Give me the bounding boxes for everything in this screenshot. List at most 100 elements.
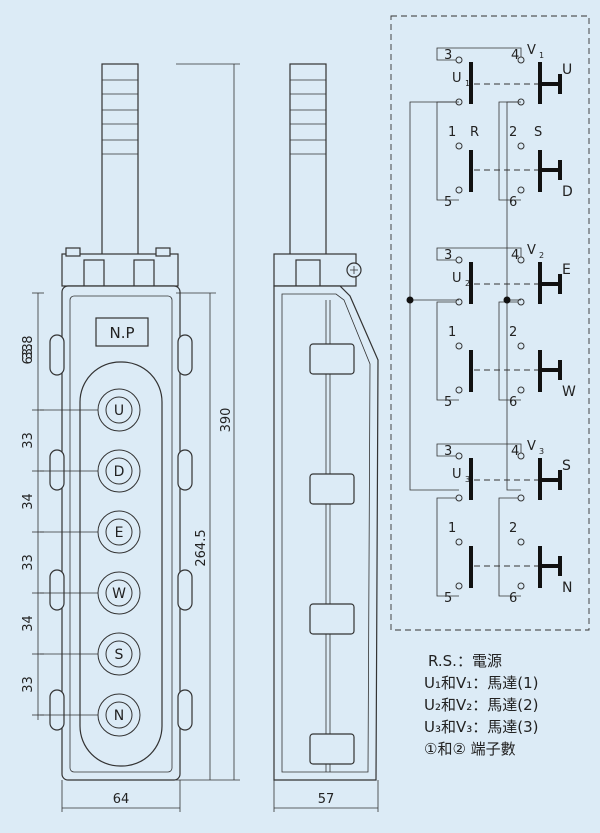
dim-pitch: 33 (21, 432, 36, 449)
svg-text:U: U (452, 71, 462, 86)
terminal (455, 298, 463, 306)
svg-text:4: 4 (511, 444, 519, 459)
dim-inner-height: 264.5 (194, 529, 209, 566)
svg-text:1: 1 (448, 521, 456, 536)
dim-width: 64 (113, 792, 130, 807)
dim-pitch: 33 (21, 676, 36, 693)
svg-text:V: V (527, 43, 536, 58)
legend-item: U₂和V₂：馬達(2) (424, 696, 539, 714)
svg-text:2: 2 (509, 521, 517, 536)
grip-bump (177, 449, 193, 491)
grip-bump (49, 334, 65, 376)
dim-pitch: 34 (21, 493, 36, 510)
button-s[interactable] (105, 640, 133, 668)
svg-text:S: S (562, 458, 571, 474)
legend-item: R.S.：電源 (428, 652, 502, 670)
dim-pitch: 34 (21, 615, 36, 632)
svg-text:5: 5 (444, 591, 452, 606)
legend-item: U₃和V₃：馬達(3) (424, 718, 539, 736)
dim-pitch: 33 (21, 554, 36, 571)
front-clamp (61, 253, 179, 287)
nameplate (95, 317, 149, 347)
nameplate-text: N.P (109, 324, 134, 342)
svg-text:1: 1 (465, 79, 470, 88)
button-n[interactable] (105, 701, 133, 729)
svg-text:2: 2 (465, 279, 470, 288)
svg-text:2: 2 (509, 325, 517, 340)
svg-text:U: U (452, 467, 462, 482)
svg-text:4: 4 (511, 48, 519, 63)
front-cable (101, 63, 139, 257)
terminal (517, 186, 525, 194)
button-label: N (114, 708, 124, 724)
circuit-frame (390, 15, 590, 631)
button-label: E (115, 525, 124, 541)
grip-bump (177, 689, 193, 731)
svg-text:4: 4 (511, 248, 519, 263)
terminal (517, 56, 525, 64)
terminal (455, 538, 463, 546)
junction-dot (503, 296, 511, 304)
svg-text:6: 6 (509, 395, 517, 410)
grip-bump (49, 689, 65, 731)
terminal (517, 582, 525, 590)
terminal (455, 142, 463, 150)
legend-item: ①和② 端子數 (424, 740, 516, 758)
dim-top-gap: 63.8 (21, 336, 36, 365)
terminal (517, 386, 525, 394)
terminal (517, 494, 525, 502)
bus-line (409, 101, 459, 491)
svg-text:V: V (527, 243, 536, 258)
screw-icon (65, 247, 81, 257)
terminal (455, 582, 463, 590)
pushbutton-icon (540, 556, 562, 576)
pushbutton-icon (540, 470, 562, 490)
svg-text:3: 3 (539, 447, 544, 456)
svg-text:6: 6 (509, 195, 517, 210)
svg-text:1: 1 (448, 125, 456, 140)
terminal (517, 298, 525, 306)
svg-text:3: 3 (444, 248, 452, 263)
button-label: U (114, 403, 124, 419)
terminal (455, 256, 463, 264)
side-view: 57 (273, 63, 379, 812)
svg-text:S: S (534, 125, 542, 140)
svg-text:R: R (470, 125, 479, 140)
svg-text:6: 6 (509, 591, 517, 606)
button-label: W (112, 586, 126, 602)
button-w[interactable] (105, 579, 133, 607)
dim-total-height: 390 (219, 408, 234, 433)
button-label: S (115, 647, 124, 663)
svg-text:3: 3 (465, 475, 470, 484)
terminal (455, 452, 463, 460)
button-d[interactable] (105, 457, 133, 485)
svg-text:1: 1 (539, 51, 544, 60)
svg-text:3: 3 (444, 444, 452, 459)
button-u[interactable] (105, 396, 133, 424)
side-cable (289, 63, 327, 257)
dim-depth: 57 (318, 792, 335, 807)
legend: R.S.：電源 U₁和V₁：馬達(1) U₂和V₂：馬達(2) U₃和V₃：馬達… (424, 652, 539, 758)
terminal (517, 538, 525, 546)
svg-text:D: D (562, 184, 573, 200)
button-label: D (114, 464, 125, 480)
button-e[interactable] (105, 518, 133, 546)
svg-text:U: U (562, 62, 572, 78)
terminal (455, 386, 463, 394)
terminal (455, 186, 463, 194)
pushbutton-icon (540, 274, 562, 294)
svg-text:W: W (562, 384, 576, 400)
pushbutton-icon (540, 74, 562, 94)
terminal (455, 494, 463, 502)
svg-text:2: 2 (539, 251, 544, 260)
svg-text:U: U (452, 271, 462, 286)
grip-bump (177, 334, 193, 376)
grip-bump (177, 569, 193, 611)
terminal (517, 142, 525, 150)
legend-item: U₁和V₁：馬達(1) (424, 674, 539, 692)
svg-text:V: V (527, 439, 536, 454)
